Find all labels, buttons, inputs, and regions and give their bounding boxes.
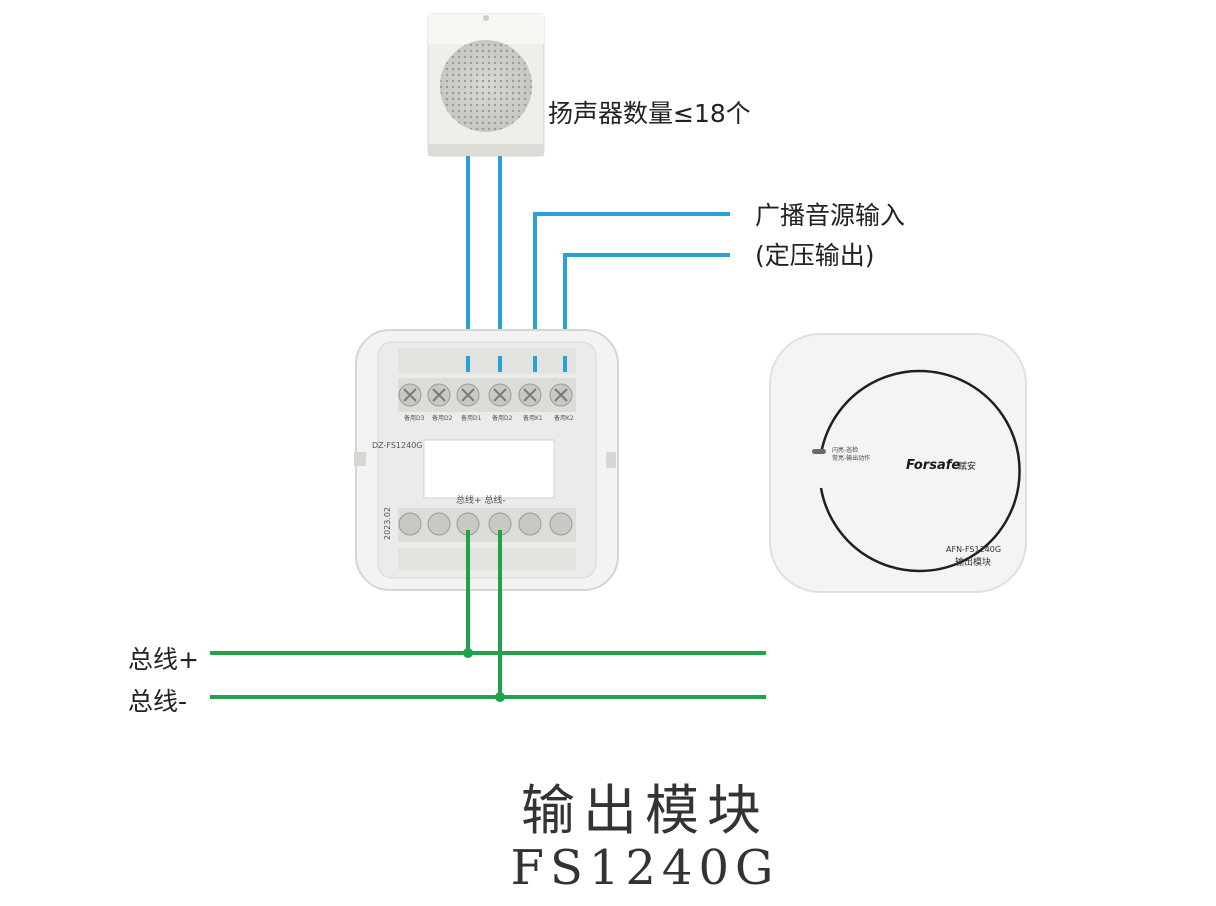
terminal-label: 备用D3	[404, 414, 425, 422]
brand-logo: Forsafe	[906, 458, 960, 473]
bus-plus-label: 总线+	[128, 645, 199, 674]
base-unit	[354, 329, 619, 591]
speaker	[427, 13, 545, 157]
bus-plus-junction	[463, 648, 473, 658]
indicator-text-2: 常亮-输出动作	[832, 454, 870, 462]
bottom-terminal-block	[398, 508, 576, 570]
indicator-light	[812, 449, 826, 454]
module-model: AFN-FS1240G	[946, 545, 1001, 554]
product-name: 输出模块	[521, 779, 769, 842]
terminal-label: 备用D2	[432, 414, 453, 422]
module-name: 输出模块	[955, 556, 991, 568]
signal-wires	[466, 156, 730, 362]
terminal-label: 备用K2	[554, 414, 574, 422]
module-face	[769, 333, 1027, 593]
base-date-label: 2023.02	[383, 507, 392, 540]
speaker-count-label: 扬声器数量≤18个	[548, 99, 751, 128]
signal-wire-ends	[466, 356, 567, 372]
terminal-label: 备用D1	[461, 414, 482, 422]
bus-minus-label: 总线-	[128, 687, 188, 716]
bus-minus-junction	[495, 692, 505, 702]
broadcast-input-label: 广播音源输入	[755, 201, 906, 230]
top-terminal-block	[398, 348, 576, 412]
constant-voltage-label: (定压输出)	[755, 241, 875, 270]
terminal-label: 备用D2	[492, 414, 513, 422]
bus-wires	[210, 530, 766, 699]
indicator-text-1: 闪亮-巡检	[832, 446, 858, 454]
bus-terminal-label: 总线+ 总线-	[456, 494, 506, 506]
product-model: FS1240G	[510, 840, 780, 896]
brand-logo-cn: 赋安	[958, 460, 976, 472]
terminal-label: 备用K1	[523, 414, 543, 422]
base-model-label: DZ-FS1240G	[372, 441, 422, 450]
